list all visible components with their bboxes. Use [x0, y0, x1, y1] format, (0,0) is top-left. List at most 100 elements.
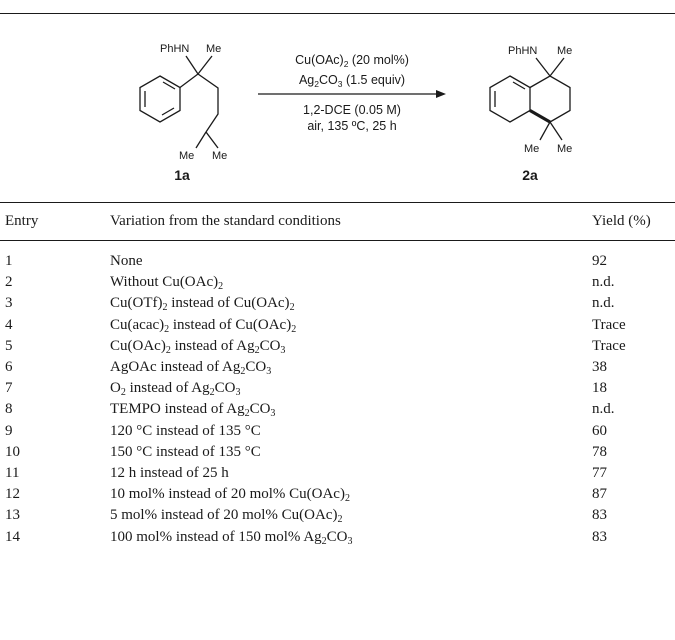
substrate-methyl-right-label: Me — [212, 150, 227, 162]
substrate-ring-double-bond-1 — [162, 81, 176, 90]
header-entry: Entry — [5, 213, 39, 229]
row-yield: 38 — [592, 359, 607, 375]
row-entry: 2 — [5, 274, 13, 291]
variation-text: Cu(acac) — [110, 316, 165, 333]
variation-subscript: 2 — [209, 387, 215, 399]
variation-subscript: 2 — [165, 344, 171, 356]
row-yield: Trace — [592, 337, 626, 354]
row-yield: 87 — [592, 486, 607, 503]
variation-subscript: 3 — [235, 387, 241, 399]
row-entry: 11 — [5, 465, 20, 481]
row-yield: Trace — [592, 316, 626, 333]
product-methyl-left-label: Me — [524, 143, 539, 155]
variation-text: Without Cu(OAc) — [110, 274, 219, 291]
header-bottom-rule — [0, 240, 675, 241]
variation-subscript: 2 — [120, 387, 126, 399]
variation-text: 5 mol% instead of 20 mol% Cu(OAc) — [110, 507, 338, 524]
variation-subscript: 2 — [337, 514, 343, 526]
condition-oxidant: Ag2CO3 (1.5 equiv) — [299, 73, 405, 89]
row-entry: 9 — [5, 422, 13, 439]
row-variation: Cu(acac)2 instead of Cu(OAc)2 — [110, 316, 296, 335]
variation-subscript: 2 — [244, 408, 250, 420]
variation-text: instead of Ag — [125, 380, 210, 397]
variation-text: CO — [326, 528, 348, 545]
product-methyl-bond — [549, 57, 565, 77]
variation-text: CO — [245, 359, 267, 375]
top-rule — [0, 13, 675, 14]
product-methyl-top-label: Me — [557, 45, 572, 57]
row-variation: TEMPO instead of Ag2CO3 — [110, 400, 275, 419]
row-variation: 120 °C instead of 135 °C — [110, 422, 261, 441]
variation-text: instead of Ag — [170, 337, 255, 354]
row-yield: n.d. — [592, 274, 615, 291]
product-benzene-ring — [489, 75, 531, 123]
table-row: 4 Cu(acac)2 instead of Cu(OAc)2 Trace — [0, 316, 675, 335]
variation-text: CO — [259, 337, 281, 354]
product-structure — [489, 57, 571, 141]
substrate-alkyl-chain — [197, 73, 219, 133]
variation-subscript: 3 — [270, 408, 276, 420]
variation-subscript: 2 — [289, 302, 295, 314]
row-entry: 6 — [5, 359, 13, 375]
row-variation: Without Cu(OAc)2 — [110, 273, 223, 292]
substrate-methyl-top-label: Me — [206, 43, 221, 55]
variation-subscript: 2 — [162, 302, 168, 314]
table-row: 11 12 h instead of 25 h 77 — [0, 464, 675, 483]
substrate-benzene-ring — [139, 75, 181, 123]
substrate-nh-bond — [185, 55, 199, 75]
substrate-structure — [139, 55, 219, 149]
variation-text: AgOAc instead of Ag — [110, 359, 241, 375]
row-entry: 1 — [5, 253, 13, 269]
row-entry: 12 — [5, 486, 20, 503]
variation-text: 100 mol% instead of 150 mol% Ag — [110, 528, 322, 545]
variation-subscript: 2 — [218, 281, 224, 293]
product-ring-double-bond-1 — [512, 81, 526, 90]
row-entry: 13 — [5, 507, 20, 524]
substrate-methyl-left-label: Me — [179, 150, 194, 162]
table-row: 5 Cu(OAc)2 instead of Ag2CO3 Trace — [0, 337, 675, 356]
variation-text: 12 h instead of 25 h — [110, 465, 229, 481]
product-gem-methyl-left-bond — [539, 121, 551, 141]
header-yield: Yield (%) — [592, 213, 651, 229]
row-yield: 83 — [592, 507, 607, 524]
substrate-gem-methyl-left-bond — [195, 131, 207, 149]
variation-subscript: 2 — [164, 323, 170, 335]
product-nh-label: PhHN — [508, 45, 537, 57]
variation-text: CO — [249, 401, 271, 418]
substrate-ring-double-bond-2 — [161, 107, 175, 116]
variation-subscript: 2 — [254, 344, 260, 356]
row-variation: Cu(OAc)2 instead of Ag2CO3 — [110, 337, 285, 356]
product-new-cc-bond — [529, 109, 551, 124]
row-entry: 5 — [5, 337, 13, 354]
substrate-nh-label: PhHN — [160, 43, 189, 55]
row-yield: 77 — [592, 465, 607, 481]
substrate-gem-methyl-right-bond — [205, 131, 219, 149]
reaction-arrow-head — [436, 90, 446, 98]
variation-text: 150 °C instead of 135 °C — [110, 443, 261, 460]
reaction-scheme: PhHN Me Me Me 1a Cu(OAc)2 (20 mol%) Ag2C… — [139, 43, 572, 183]
variation-subscript: 2 — [321, 535, 327, 547]
condition-catalyst: Cu(OAc)2 (20 mol%) — [295, 53, 409, 69]
substrate-ring-to-quaternary-bond — [179, 73, 199, 89]
condition-solvent: 1,2-DCE (0.05 M) — [303, 103, 401, 117]
row-variation: 100 mol% instead of 150 mol% Ag2CO3 — [110, 528, 353, 547]
variation-subscript: 3 — [280, 344, 286, 356]
product-methyl-right-label: Me — [557, 143, 572, 155]
row-entry: 4 — [5, 316, 13, 333]
variation-text: Cu(OTf) — [110, 295, 163, 312]
row-entry: 14 — [5, 528, 20, 545]
row-entry: 7 — [5, 380, 13, 397]
product-gem-methyl-right-bond — [549, 121, 563, 141]
row-variation: O2 instead of Ag2CO3 — [110, 379, 240, 398]
variation-subscript: 2 — [344, 493, 350, 505]
header-variation: Variation from the standard conditions — [110, 213, 341, 229]
row-entry: 8 — [5, 401, 13, 418]
variation-text: None — [110, 253, 143, 269]
product-saturated-ring — [529, 75, 571, 123]
